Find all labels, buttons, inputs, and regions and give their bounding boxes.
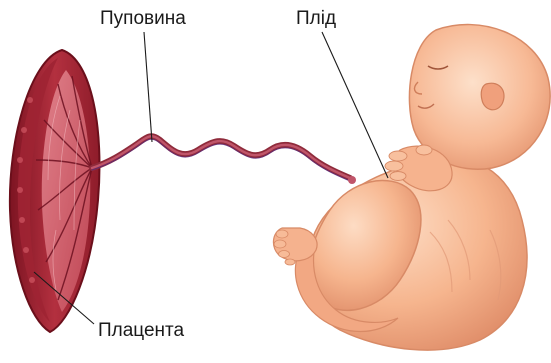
placenta-label: Плацента [98, 320, 185, 341]
umbilical-cord [92, 136, 350, 181]
fetus [273, 25, 550, 351]
umbilical-cord-leader [144, 32, 152, 142]
fetus-label: Плід [296, 8, 336, 29]
fetus-leader [322, 32, 388, 178]
umbilical-cord-label: Пуповина [100, 8, 186, 29]
